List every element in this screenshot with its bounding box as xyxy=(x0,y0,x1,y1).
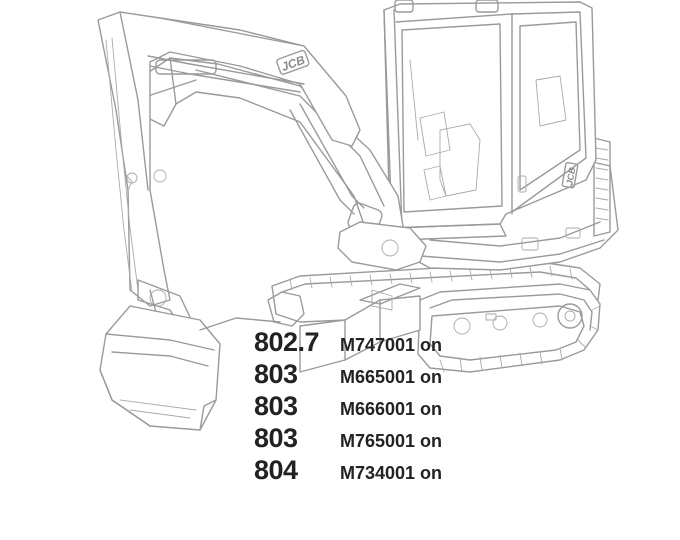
model-list: 802.7 M747001 on 803 M665001 on 803 M666… xyxy=(254,326,514,486)
model-row: 802.7 M747001 on xyxy=(254,326,514,358)
model-row: 803 M665001 on xyxy=(254,358,514,390)
model-number: 803 xyxy=(254,391,298,421)
boom-jcb-logo: JCB xyxy=(276,49,310,75)
serial-number: M747001 on xyxy=(340,335,443,355)
model-number: 803 xyxy=(254,359,298,389)
cab xyxy=(383,0,597,241)
model-number: 803 xyxy=(254,423,298,453)
cab-jcb-logo: JCB xyxy=(561,161,579,189)
model-row: 803 M765001 on xyxy=(254,422,514,454)
cab-logo-text: JCB xyxy=(564,166,577,186)
model-number: 804 xyxy=(254,455,298,485)
dipper-arm xyxy=(97,11,361,337)
model-number: 802.7 xyxy=(254,327,320,357)
serial-number: M666001 on xyxy=(340,399,443,419)
model-row: 803 M666001 on xyxy=(254,390,514,422)
serial-number: M765001 on xyxy=(340,431,443,451)
bucket xyxy=(99,305,281,431)
serial-number: M734001 on xyxy=(340,463,443,483)
serial-number: M665001 on xyxy=(340,367,443,387)
dozer-blade xyxy=(299,283,421,373)
model-row: 804 M734001 on xyxy=(254,454,514,486)
track-assembly xyxy=(267,261,601,373)
